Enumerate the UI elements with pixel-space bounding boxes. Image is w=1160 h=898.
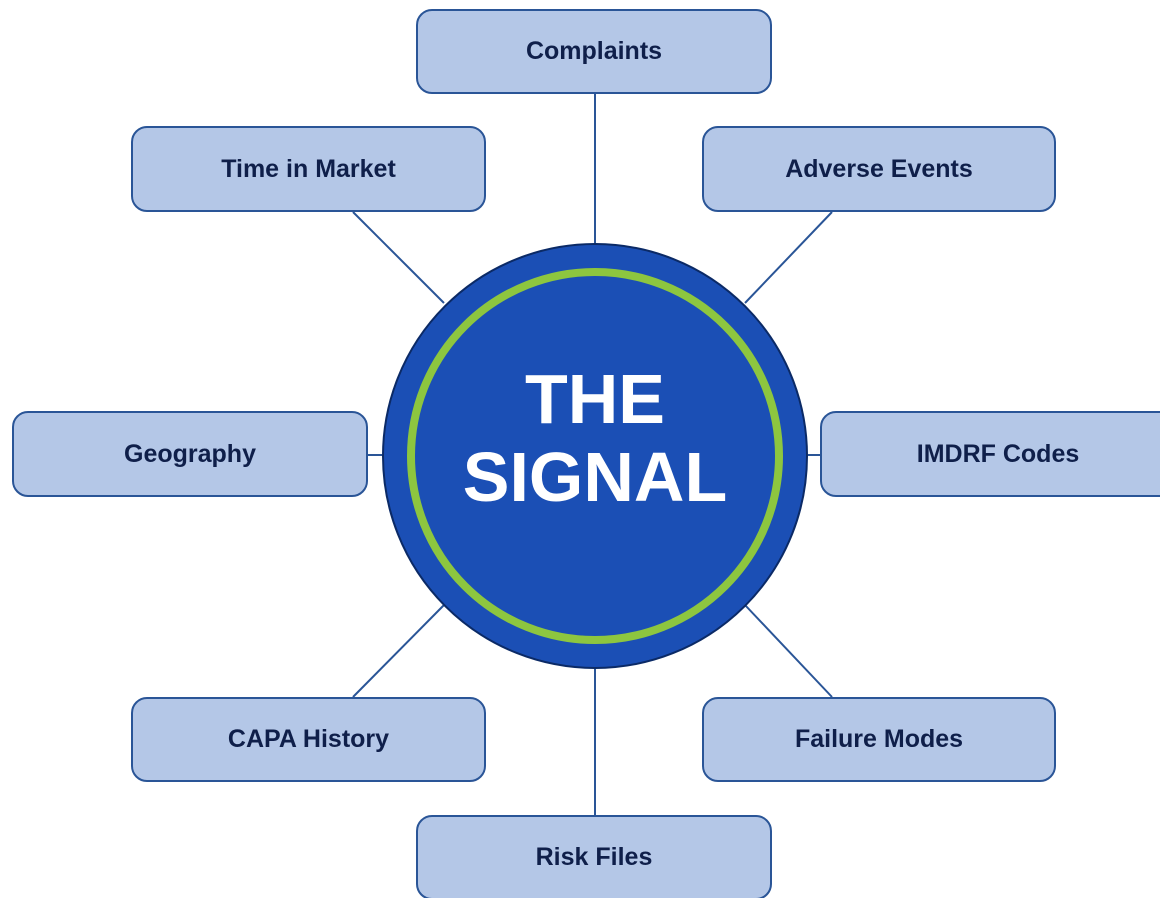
connector-time-in-market [352, 211, 445, 304]
hub-title-line-2: SIGNAL [462, 438, 728, 516]
node-failure-modes: Failure Modes [702, 697, 1056, 782]
central-hub-ring [407, 268, 783, 644]
connector-failure-modes [744, 604, 833, 698]
node-geography: Geography [12, 411, 368, 497]
node-risk-files: Risk Files [416, 815, 772, 898]
node-time-in-market: Time in Market [131, 126, 486, 212]
node-complaints: Complaints [416, 9, 772, 94]
node-imdrf-codes: IMDRF Codes [820, 411, 1160, 497]
node-capa-history: CAPA History [131, 697, 486, 782]
central-hub-title: THE SIGNAL [440, 360, 750, 516]
hub-title-line-1: THE [525, 360, 665, 438]
connector-capa-history [352, 604, 445, 698]
connector-adverse-events [744, 211, 833, 304]
node-adverse-events: Adverse Events [702, 126, 1056, 212]
